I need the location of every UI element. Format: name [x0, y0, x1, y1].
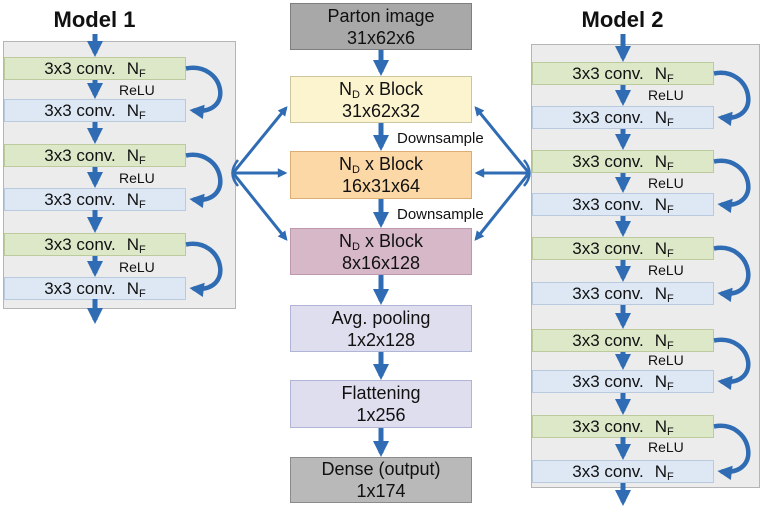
- conv-label: 3x3 conv.: [572, 416, 644, 436]
- filters-label: NF: [654, 371, 674, 393]
- model2-title: Model 2: [581, 7, 664, 32]
- conv-label: 3x3 conv.: [572, 151, 644, 171]
- model1-title: Model 1: [53, 7, 136, 32]
- downsample-label: Downsample: [397, 130, 484, 147]
- model2-conv-block-3: 3x3 conv. NF: [532, 150, 714, 173]
- block-title: ND x Block: [339, 230, 423, 253]
- relu-label: ReLU: [648, 439, 684, 455]
- model1-conv-block-4: 3x3 conv. NF: [4, 188, 186, 211]
- filters-label: NF: [654, 151, 674, 173]
- block-title: ND x Block: [339, 154, 423, 176]
- model2-to-stages-arrows: [474, 106, 531, 241]
- model2-conv-block-5: 3x3 conv. NF: [532, 237, 714, 260]
- conv-label: 3x3 conv.: [44, 58, 116, 78]
- relu-label: ReLU: [648, 175, 684, 191]
- block-shape: 31x62x6: [346, 27, 416, 48]
- stage3-block: ND x Block 8x16x128: [290, 228, 472, 275]
- model1-conv-block-2: 3x3 conv. NF: [4, 99, 186, 122]
- relu-label: ReLU: [119, 170, 155, 186]
- relu-label: ReLU: [648, 87, 684, 103]
- relu-label: ReLU: [119, 259, 155, 275]
- filters-label: NF: [126, 189, 146, 211]
- filters-label: NF: [126, 234, 146, 256]
- model2-conv-block-10: 3x3 conv. NF: [532, 460, 714, 483]
- filters-label: NF: [654, 461, 674, 483]
- model2-conv-block-2: 3x3 conv. NF: [532, 106, 714, 129]
- filters-label: NF: [654, 194, 674, 216]
- filters-label: NF: [654, 416, 674, 438]
- conv-label: 3x3 conv.: [572, 107, 644, 127]
- model2-conv-block-1: 3x3 conv. NF: [532, 62, 714, 85]
- conv-label: 3x3 conv.: [44, 100, 116, 120]
- model2-conv-block-4: 3x3 conv. NF: [532, 193, 714, 216]
- stage2-block: ND x Block 16x31x64: [290, 151, 472, 199]
- relu-label: ReLU: [648, 262, 684, 278]
- filters-label: NF: [654, 330, 674, 352]
- filters-label: NF: [126, 58, 146, 80]
- filters-label: NF: [654, 107, 674, 129]
- stage1-block: ND x Block 31x62x32: [290, 76, 472, 123]
- relu-label: ReLU: [119, 82, 155, 98]
- avg-pooling-block: Avg. pooling 1x2x128: [290, 305, 472, 352]
- block-shape: 1x256: [356, 405, 406, 425]
- block-title: ND x Block: [339, 78, 423, 101]
- conv-label: 3x3 conv.: [44, 278, 116, 298]
- filters-label: NF: [654, 283, 674, 305]
- model2-conv-block-7: 3x3 conv. NF: [532, 329, 714, 352]
- model2-conv-block-6: 3x3 conv. NF: [532, 282, 714, 305]
- conv-label: 3x3 conv.: [572, 63, 644, 83]
- block-shape: 1x174: [356, 481, 406, 501]
- block-title: Parton image: [327, 5, 435, 26]
- model1-conv-block-3: 3x3 conv. NF: [4, 144, 186, 167]
- conv-label: 3x3 conv.: [44, 234, 116, 254]
- parton-image-block: Parton image 31x62x6: [290, 3, 472, 50]
- downsample-label: Downsample: [397, 206, 484, 223]
- dense-output-block: Dense (output) 1x174: [290, 457, 472, 503]
- conv-label: 3x3 conv.: [44, 145, 116, 165]
- conv-label: 3x3 conv.: [572, 238, 644, 258]
- block-title: Dense (output): [321, 459, 441, 479]
- flattening-block: Flattening 1x256: [290, 380, 472, 428]
- model1-conv-block-6: 3x3 conv. NF: [4, 277, 186, 300]
- filters-label: NF: [126, 100, 146, 122]
- model2-conv-block-8: 3x3 conv. NF: [532, 370, 714, 393]
- block-title: Flattening: [341, 383, 421, 403]
- filters-label: NF: [126, 145, 146, 167]
- relu-label: ReLU: [648, 352, 684, 368]
- conv-label: 3x3 conv.: [572, 283, 644, 303]
- filters-label: NF: [654, 238, 674, 260]
- block-shape: 8x16x128: [341, 252, 421, 273]
- conv-label: 3x3 conv.: [572, 194, 644, 214]
- conv-label: 3x3 conv.: [572, 371, 644, 391]
- model1-conv-block-5: 3x3 conv. NF: [4, 233, 186, 256]
- conv-label: 3x3 conv.: [572, 330, 644, 350]
- block-title: Avg. pooling: [331, 307, 431, 328]
- model2-conv-block-9: 3x3 conv. NF: [532, 415, 714, 438]
- block-shape: 1x2x128: [346, 329, 416, 350]
- filters-label: NF: [654, 63, 674, 85]
- block-shape: 16x31x64: [341, 176, 421, 196]
- model1-to-stages-arrows: [231, 106, 288, 241]
- conv-label: 3x3 conv.: [44, 189, 116, 209]
- block-shape: 31x62x32: [341, 100, 421, 121]
- conv-label: 3x3 conv.: [572, 461, 644, 481]
- filters-label: NF: [126, 278, 146, 300]
- model1-conv-block-1: 3x3 conv. NF: [4, 57, 186, 80]
